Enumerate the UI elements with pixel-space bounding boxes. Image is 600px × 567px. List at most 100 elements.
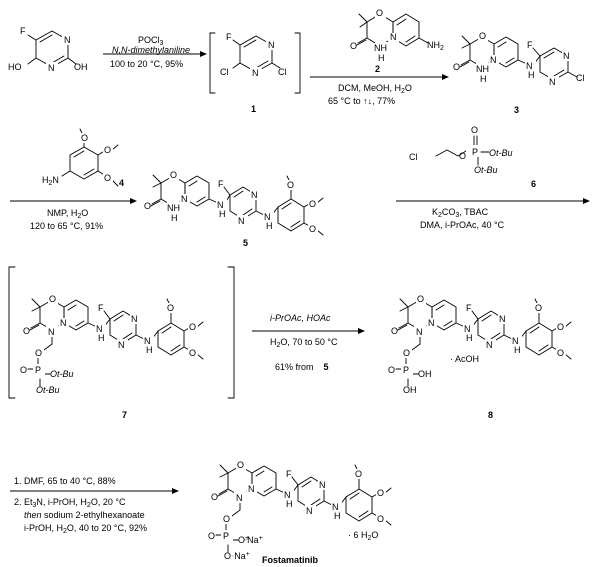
compound-number-7: 7 — [122, 410, 127, 420]
atom-label: H — [466, 333, 473, 343]
atom-label: O — [459, 151, 466, 161]
reaction-arrow-step5 — [252, 328, 365, 334]
atom-label: O — [417, 294, 424, 304]
atom-label: Ot-Bu — [489, 148, 513, 158]
atom-label: N — [332, 502, 339, 512]
atom-label: N — [306, 506, 313, 516]
reagent-6-structure: Cl O P O Ot-Bu Ot-Bu — [409, 125, 513, 175]
step2-conditions: 65 °C to ↑↓, 77% — [328, 96, 395, 106]
step6-line2: 2. Et3N, i-PrOH, H2O, 20 °C — [14, 497, 126, 509]
atom-label: O⁻Na+ — [224, 551, 250, 561]
atom-label: Cl — [576, 73, 585, 83]
atom-label: O — [391, 326, 398, 336]
atom-label: O — [167, 303, 174, 313]
atom-label: N — [236, 493, 243, 503]
atom-label: O — [471, 125, 478, 135]
atom-label: O — [377, 488, 384, 498]
atom-label: Cl — [278, 67, 287, 77]
atom-label: H — [286, 499, 293, 509]
compound-number-6: 6 — [531, 179, 536, 189]
atom-label: O — [557, 348, 564, 358]
atom-label: Cl — [409, 152, 418, 162]
compound-number-2: 2 — [375, 64, 380, 74]
reagent-2-structure: O O NH H N NH2 — [350, 8, 444, 63]
atom-label: F — [226, 32, 232, 42]
atom-label: NH — [374, 43, 387, 53]
atom-label: O — [388, 365, 395, 375]
step6-line1: 1. DMF, 65 to 40 °C, 88% — [14, 476, 116, 486]
step3-solvent: NMP, H2O — [47, 208, 88, 220]
atom-label: O — [376, 8, 383, 18]
compound-number-1: 1 — [251, 104, 256, 114]
atom-label: N — [251, 190, 258, 200]
atom-label: O — [479, 31, 486, 41]
reaction-arrow-step6 — [10, 488, 179, 494]
step1-base: N,N-dimethylaniline — [112, 45, 190, 55]
atom-label: N — [60, 318, 67, 328]
atom-label: O — [355, 469, 362, 479]
atom-label: N — [131, 314, 138, 324]
hexahydrate-label: · 6 H2O — [348, 530, 378, 542]
atom-label: H — [266, 221, 273, 231]
atom-label: Ot-Bu — [474, 165, 498, 175]
atom-label: O — [535, 303, 542, 313]
atom-label: Ot-Bu — [50, 369, 74, 379]
atom-label: F — [20, 26, 26, 36]
atom-label: NH — [167, 203, 180, 213]
atom-label: O — [453, 62, 460, 72]
reaction-arrow-step2 — [310, 74, 449, 80]
atom-label: H — [528, 70, 535, 80]
atom-label: O — [208, 531, 215, 541]
atom-label: NH2 — [427, 40, 444, 52]
atom-label: O — [309, 224, 316, 234]
atom-label: F — [98, 303, 104, 313]
atom-label: O — [211, 492, 218, 502]
acetic-acid-salt: · AcOH — [450, 354, 479, 364]
step1-conditions: 100 to 20 °C, 95% — [110, 59, 183, 69]
atom-label: N — [416, 327, 423, 337]
atom-label: H — [334, 511, 341, 521]
step2-solvent: DCM, MeOH, H2O — [338, 83, 412, 95]
step5-solvent: H2O, 70 to 50 °C — [270, 337, 338, 349]
step4-solvent: DMA, i-PrOAc, 40 °C — [420, 220, 505, 230]
intermediate-3-structure: O O NH H N N H F N N Cl — [453, 31, 585, 87]
atom-label: O — [23, 326, 30, 336]
step5-reagent: i-PrOAc, HOAc — [270, 313, 331, 323]
atom-label: HO — [8, 62, 22, 72]
atom-label: N — [499, 314, 506, 324]
fostamatinib-label: Fostamatinib — [262, 555, 319, 565]
atom-label: N — [563, 51, 570, 61]
atom-label: O — [104, 173, 111, 183]
atom-label: O — [557, 322, 564, 332]
compound-number-3: 3 — [514, 105, 519, 115]
atom-label: O — [81, 133, 88, 143]
atom-label: N — [549, 77, 556, 87]
atom-label: O — [403, 348, 410, 358]
compound-number-4: 4 — [119, 178, 124, 188]
atom-label: N — [284, 490, 291, 500]
compound-number-5: 5 — [243, 238, 248, 248]
atom-label: N — [512, 336, 519, 346]
atom-label: O — [35, 348, 42, 358]
atom-label: P — [472, 147, 478, 157]
atom-label: H — [378, 53, 385, 63]
atom-label: N — [252, 68, 259, 78]
atom-label: N — [490, 55, 497, 65]
atom-label: O — [350, 41, 357, 51]
atom-label: O — [309, 199, 316, 209]
reaction-arrow-step3 — [10, 198, 137, 204]
atom-label: O+ — [238, 535, 249, 545]
atom-label: N — [390, 32, 397, 42]
atom-label: O — [144, 201, 151, 211]
atom-label: N — [48, 327, 55, 337]
atom-label: O — [189, 348, 196, 358]
compound-8-structure: O O N N O O P OH OH N H F N N N H O O O … — [388, 294, 572, 395]
atom-label: P — [223, 531, 229, 541]
step6-line4: i-PrOH, H2O, 40 to 20 °C, 92% — [24, 523, 147, 535]
step1-reagent: POCl3 — [138, 35, 164, 47]
atom-label: OH — [403, 385, 417, 395]
atom-label: O — [170, 170, 177, 180]
atom-label: OH — [74, 62, 88, 72]
